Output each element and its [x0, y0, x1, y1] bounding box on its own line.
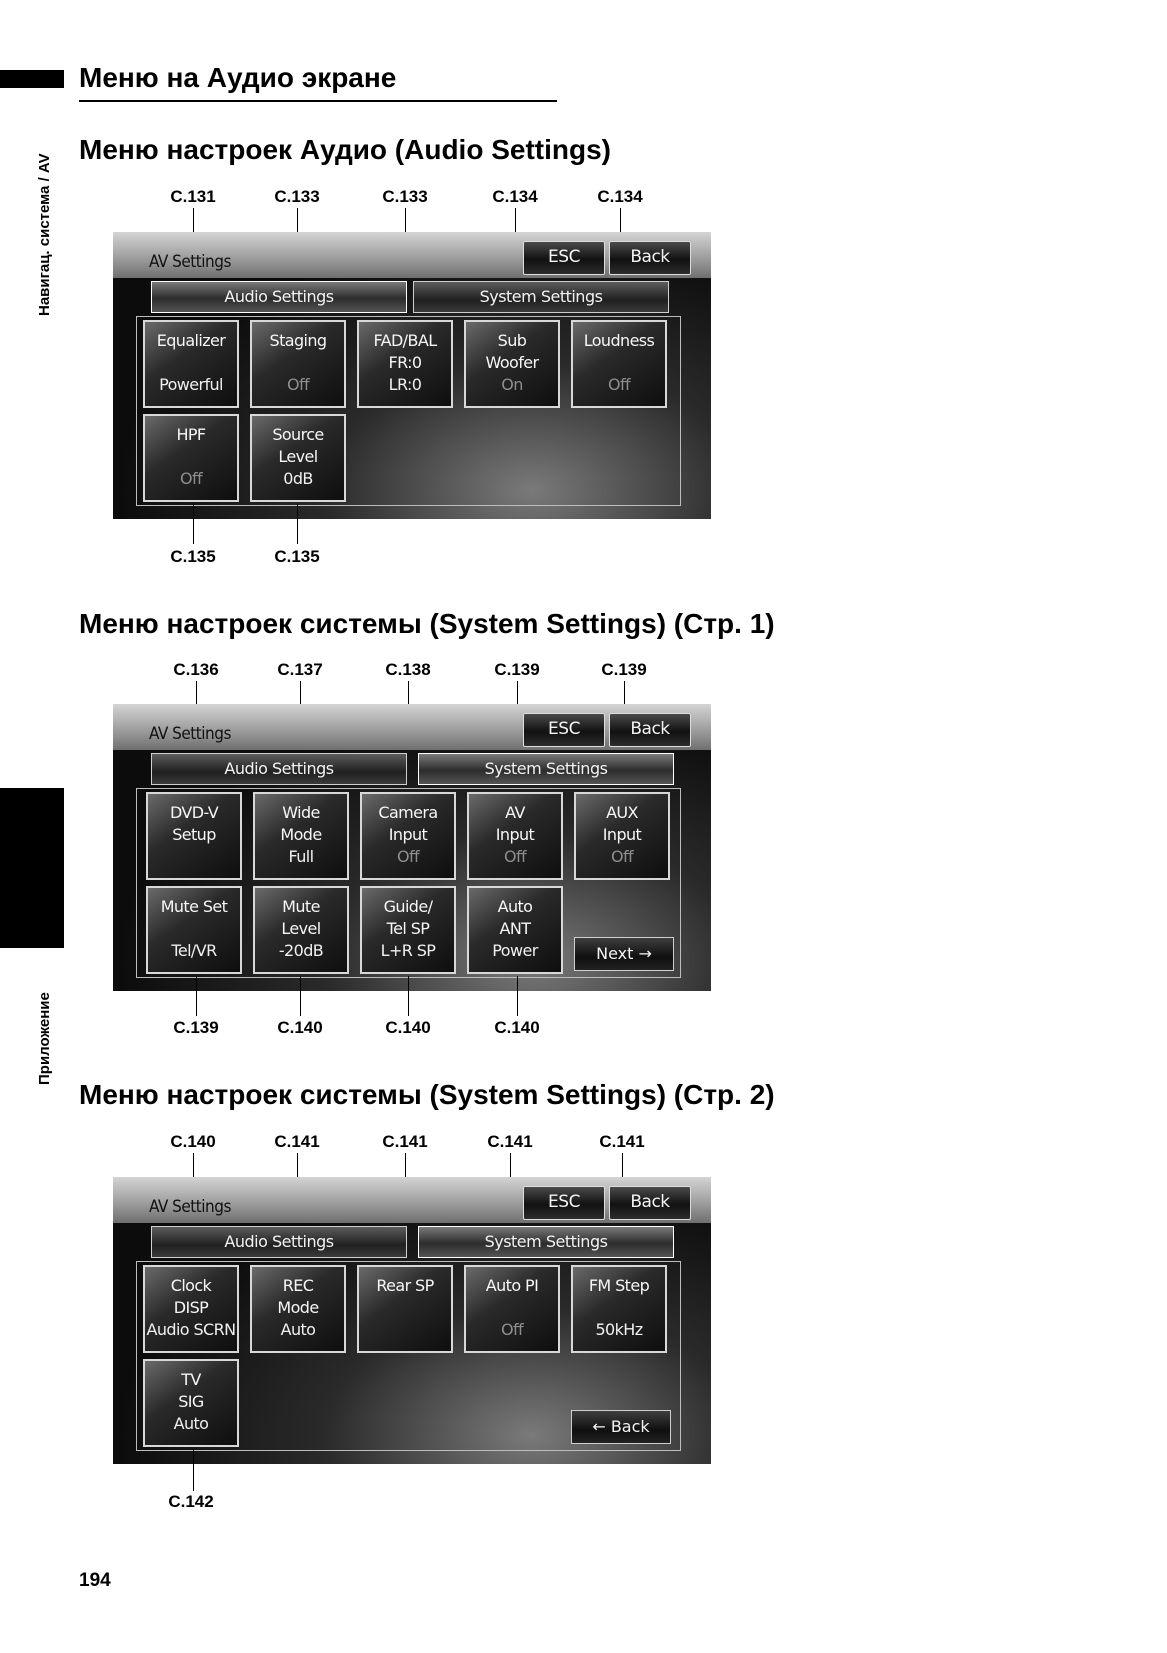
screen-title: AV Settings — [149, 1197, 231, 1217]
previous-page-button[interactable]: ← Back — [571, 1410, 671, 1444]
page-ref: С.140 — [385, 1018, 431, 1037]
page-ref: С.140 — [170, 1132, 216, 1151]
side-tab-label-bottom: Приложение — [36, 992, 53, 1085]
page-ref: С.142 — [168, 1492, 214, 1511]
av-settings-screen-system-2: AV Settings ESC Back Audio Settings Syst… — [113, 1177, 711, 1464]
tab-system-settings[interactable]: System Settings — [418, 1226, 674, 1258]
page-ref: С.139 — [494, 660, 540, 679]
back-button[interactable]: Back — [609, 241, 691, 275]
leader-line — [517, 976, 518, 1016]
page-number: 194 — [79, 1570, 111, 1591]
page-ref: С.141 — [487, 1132, 533, 1151]
title-rule — [79, 100, 557, 102]
leader-line — [193, 1449, 194, 1491]
leader-line — [408, 976, 409, 1016]
side-tab-marker-top — [0, 70, 64, 88]
leader-line — [193, 504, 194, 544]
page-ref: С.135 — [274, 547, 320, 566]
page-ref: С.131 — [170, 187, 216, 206]
page-ref: С.140 — [277, 1018, 323, 1037]
page-title: Меню на Аудио экране — [79, 62, 397, 93]
section-heading-system-settings-2: Меню настроек системы (System Settings) … — [79, 1079, 775, 1110]
page-ref: С.139 — [601, 660, 647, 679]
av-settings-screen-audio: AV Settings ESC Back Audio Settings Syst… — [113, 232, 711, 519]
leader-line — [297, 504, 298, 544]
section-heading-audio-settings: Меню настроек Аудио (Audio Settings) — [79, 134, 611, 165]
tab-system-settings[interactable]: System Settings — [413, 281, 669, 313]
tab-audio-settings[interactable]: Audio Settings — [151, 281, 407, 313]
page-ref: С.141 — [382, 1132, 428, 1151]
esc-button[interactable]: ESC — [523, 1186, 605, 1220]
av-settings-screen-system-1: AV Settings ESC Back Audio Settings Syst… — [113, 704, 711, 991]
page-ref: С.134 — [492, 187, 538, 206]
leader-line — [300, 976, 301, 1016]
next-page-button[interactable]: Next → — [574, 937, 674, 971]
esc-button[interactable]: ESC — [523, 713, 605, 747]
back-button[interactable]: Back — [609, 713, 691, 747]
page-ref: С.141 — [599, 1132, 645, 1151]
page-ref: С.137 — [277, 660, 323, 679]
screen-title: AV Settings — [149, 252, 231, 272]
page-ref: С.133 — [382, 187, 428, 206]
side-tab-marker-mid — [0, 788, 64, 948]
leader-line — [196, 976, 197, 1016]
setting-rear-sp[interactable]: Rear SP — [357, 1265, 453, 1353]
section-heading-system-settings-1: Меню настроек системы (System Settings) … — [79, 608, 775, 639]
screen-title: AV Settings — [149, 724, 231, 744]
tab-audio-settings[interactable]: Audio Settings — [151, 1226, 407, 1258]
page-ref: С.133 — [274, 187, 320, 206]
tab-audio-settings[interactable]: Audio Settings — [151, 753, 407, 785]
tab-system-settings[interactable]: System Settings — [418, 753, 674, 785]
page-ref: С.139 — [173, 1018, 219, 1037]
side-tab-label-top: Навигац. система / AV — [36, 153, 53, 316]
page-ref: С.138 — [385, 660, 431, 679]
page-ref: С.134 — [597, 187, 643, 206]
page-ref: С.136 — [173, 660, 219, 679]
esc-button[interactable]: ESC — [523, 241, 605, 275]
page-ref: С.135 — [170, 547, 216, 566]
page-ref: С.141 — [274, 1132, 320, 1151]
page-ref: С.140 — [494, 1018, 540, 1037]
back-button[interactable]: Back — [609, 1186, 691, 1220]
